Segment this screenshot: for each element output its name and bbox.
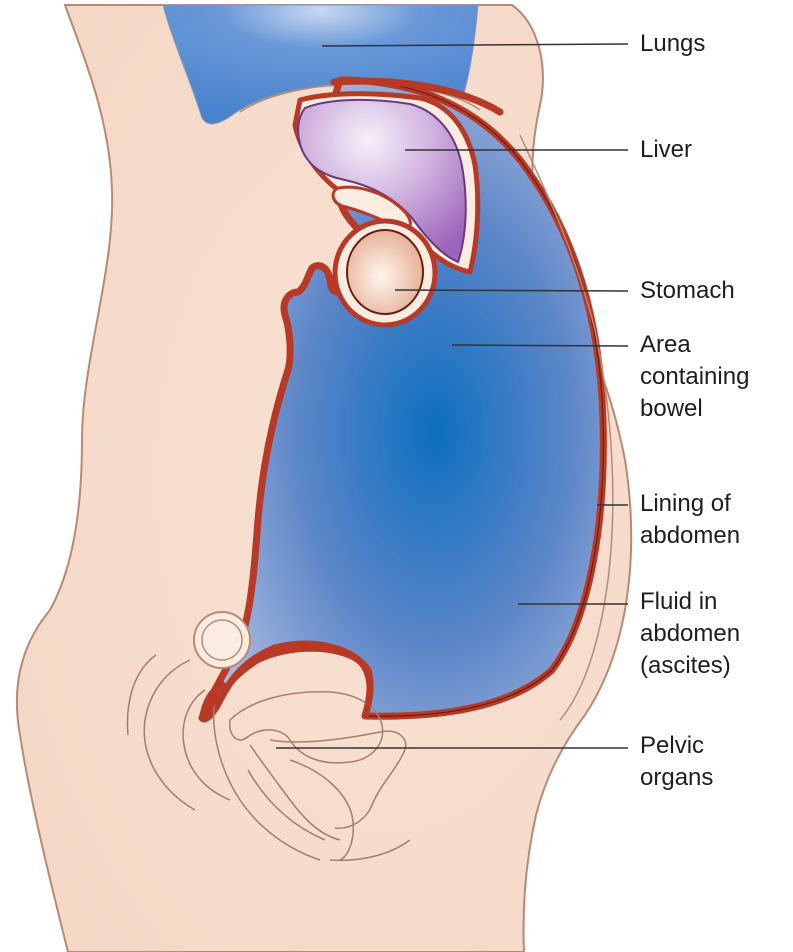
- label-pelvic-line-2: organs: [640, 762, 713, 794]
- label-lining-line-2: abdomen: [640, 520, 740, 552]
- label-ascites-fluid: Fluid in abdomen (ascites): [640, 586, 740, 682]
- label-bowel-area: Area containing bowel: [640, 329, 749, 425]
- label-bowel-line-1: Area: [640, 329, 749, 361]
- label-pelvic-organs: Pelvic organs: [640, 730, 713, 794]
- leader-line-stomach: [395, 290, 628, 291]
- label-fluid-line-1: Fluid in: [640, 586, 740, 618]
- label-lining-line-1: Lining of: [640, 488, 740, 520]
- label-fluid-line-3: (ascites): [640, 650, 740, 682]
- label-pelvic-line-1: Pelvic: [640, 730, 713, 762]
- label-lungs: Lungs: [640, 28, 705, 60]
- label-liver-text: Liver: [640, 134, 692, 166]
- label-lungs-text: Lungs: [640, 28, 705, 60]
- label-bowel-line-2: containing: [640, 361, 749, 393]
- label-fluid-line-2: abdomen: [640, 618, 740, 650]
- leader-line-bowel: [452, 345, 628, 346]
- stomach-shape: [347, 230, 423, 314]
- label-bowel-line-3: bowel: [640, 393, 749, 425]
- label-liver: Liver: [640, 134, 692, 166]
- label-abdomen-lining: Lining of abdomen: [640, 488, 740, 552]
- label-stomach: Stomach: [640, 275, 735, 307]
- label-stomach-text: Stomach: [640, 275, 735, 307]
